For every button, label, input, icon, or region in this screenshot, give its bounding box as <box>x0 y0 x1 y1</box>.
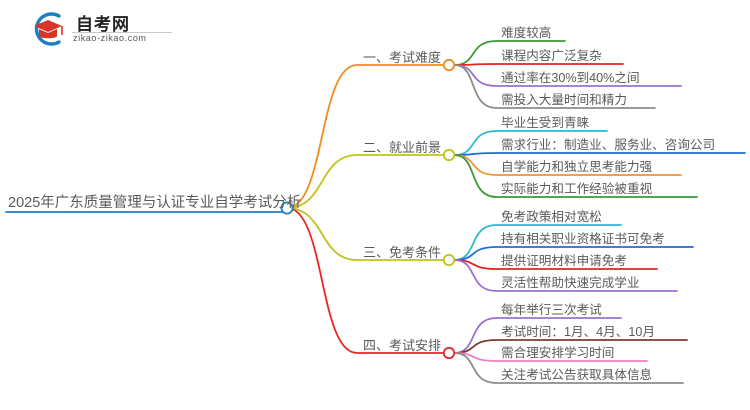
leaf-label[interactable]: 灵活性帮助快速完成学业 <box>501 276 640 290</box>
leaf-label[interactable]: 毕业生受到青睐 <box>501 116 590 130</box>
leaf-label[interactable]: 实际能力和工作经验被重视 <box>501 182 653 196</box>
logo-url-text: zikao-zikao.com <box>73 33 147 43</box>
leaf-label[interactable]: 需投入大量时间和精力 <box>501 93 627 107</box>
leaf-label[interactable]: 关注考试公告获取具体信息 <box>501 368 653 382</box>
leaf-label[interactable]: 每年举行三次考试 <box>501 303 602 317</box>
root-node-label[interactable]: 2025年广东质量管理与认证专业自学考试分析 <box>8 195 302 211</box>
leaf-label[interactable]: 自学能力和独立思考能力强 <box>501 160 653 174</box>
leaf-label[interactable]: 需求行业：制造业、服务业、咨询公司 <box>501 138 716 152</box>
leaf-label[interactable]: 课程内容广泛复杂 <box>501 49 602 63</box>
branch-label-3[interactable]: 三、免考条件 <box>363 245 442 260</box>
leaf-label[interactable]: 免考政策相对宽松 <box>501 210 602 224</box>
graduation-cap-icon <box>34 12 63 46</box>
leaf-label[interactable]: 难度较高 <box>501 26 552 40</box>
branch-label-2[interactable]: 二、就业前景 <box>363 140 442 155</box>
mindmap-nodes <box>280 58 456 360</box>
logo-divider <box>72 32 172 33</box>
leaf-label[interactable]: 提供证明材料申请免考 <box>501 254 627 268</box>
branch-label-1[interactable]: 一、考试难度 <box>363 50 442 65</box>
site-logo: 自考网 zikao-zikao.com <box>28 8 178 50</box>
leaf-label[interactable]: 持有相关职业资格证书可免考 <box>501 232 665 246</box>
branch-label-4[interactable]: 四、考试安排 <box>363 338 442 353</box>
mindmap-edges <box>5 40 746 384</box>
leaf-label[interactable]: 需合理安排学习时间 <box>501 346 615 360</box>
leaf-label[interactable]: 考试时间：1月、4月、10月 <box>501 325 655 339</box>
leaf-label[interactable]: 通过率在30%到40%之间 <box>501 71 640 85</box>
logo-name-text: 自考网 <box>76 15 130 34</box>
